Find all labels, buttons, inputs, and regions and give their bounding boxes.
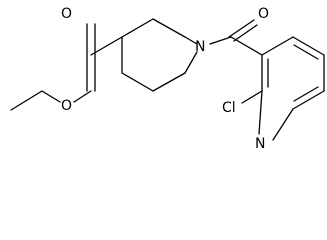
bond-pyr-c4-c5 [292,36,325,56]
bond-pyr-c3-c4 [261,36,294,56]
atom-ester-carbonyl-oxygen: O [61,6,72,22]
atom-chlorine: Cl [222,100,236,116]
atom-pyridine-nitrogen: N [255,136,265,152]
bond-pip-c2-n [184,36,198,45]
atom-ester-ether-oxygen: O [61,98,72,114]
bond-pyr-n-c2 [258,90,263,135]
bond-ester-c-ring [90,36,123,56]
bond-n-amide-c [209,36,232,45]
chemical-structure: O O N O Cl N [10,6,325,152]
bond-amide-c-o-a [228,19,255,38]
bonds [10,18,325,141]
bond-pyr-c7-n [272,108,294,141]
bond-c2-cl [241,90,263,104]
bond-ethyl-ch3-ch2 [10,90,43,111]
bond-pip-n-c6 [184,51,198,74]
bond-ethyl-ch2-o [41,90,61,103]
atom-labels: O O N O Cl N [61,6,269,152]
bond-pyr-c6-c7-inner [293,86,319,102]
atom-piperidine-nitrogen: N [195,39,205,55]
bond-pyr-c6-c7 [292,90,325,110]
bond-amide-c-pyr [230,36,263,56]
atom-amide-oxygen: O [258,6,269,22]
bond-pip-c4-c3 [121,18,154,38]
bond-amide-c-o-b [233,24,258,42]
bond-ester-o-c [73,90,92,103]
bond-pip-c6-c5 [152,72,186,92]
bond-pyr-c4-c5-inner [293,44,319,60]
bond-pip-c5-c4 [121,72,154,92]
bond-pip-c3-c2 [152,18,186,38]
